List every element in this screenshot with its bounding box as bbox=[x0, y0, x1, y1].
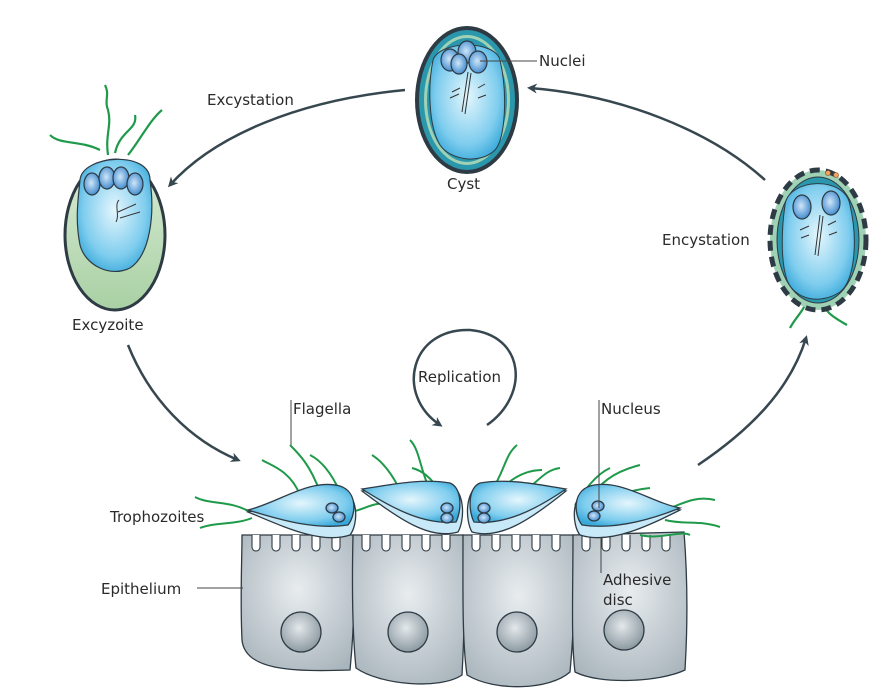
excyzoite-illustration bbox=[49, 84, 167, 312]
cyst-illustration bbox=[415, 26, 519, 174]
excystation-arrow bbox=[167, 88, 406, 188]
epithelial-cell bbox=[351, 534, 466, 685]
excyzoite-label: Excyzoite bbox=[72, 316, 144, 334]
trophozoite bbox=[466, 480, 568, 535]
encystation-arrow-top bbox=[527, 83, 766, 181]
replication-arrow bbox=[412, 328, 517, 427]
epithelial-cell bbox=[240, 534, 355, 672]
trophozoite bbox=[360, 480, 464, 535]
encysting-cell-illustration bbox=[767, 167, 869, 329]
adhesive-disc-label-line1: Adhesive bbox=[603, 571, 671, 589]
trophozoites bbox=[245, 480, 683, 539]
epithelium bbox=[240, 531, 688, 688]
adhesive-disc-label-line2: disc bbox=[603, 591, 633, 609]
flagella-label: Flagella bbox=[293, 400, 351, 418]
trophozoite-to-encystation-arrow bbox=[697, 335, 809, 467]
excyzoite-nuclei bbox=[83, 166, 144, 196]
microvilli bbox=[251, 535, 671, 552]
excystation-label: Excystation bbox=[207, 91, 294, 109]
cyst-label: Cyst bbox=[447, 175, 480, 193]
trophozoite bbox=[573, 483, 683, 539]
epithelium-label: Epithelium bbox=[101, 580, 181, 598]
trophozoite bbox=[245, 483, 357, 539]
nuclei-label: Nuclei bbox=[539, 52, 586, 70]
excyzoite-to-trophozoite-arrow bbox=[126, 344, 241, 462]
encystation-label: Encystation bbox=[662, 231, 750, 249]
excyzoite-flagella bbox=[49, 84, 163, 156]
nucleus-label: Nucleus bbox=[601, 400, 661, 418]
epithelial-cell bbox=[462, 534, 575, 688]
cycle-arrows bbox=[126, 83, 809, 467]
trophozoites-label: Trophozoites bbox=[109, 508, 205, 526]
replication-label: Replication bbox=[418, 368, 501, 386]
cyst-nuclei bbox=[440, 40, 488, 75]
